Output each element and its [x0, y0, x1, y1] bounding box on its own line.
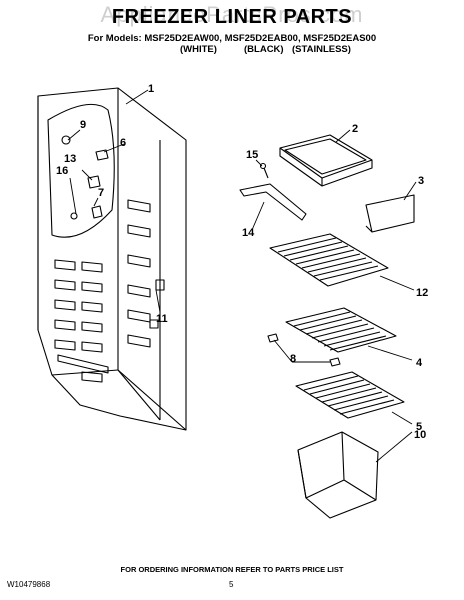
- watermark: AppliancePartsPros.com: [100, 2, 364, 27]
- ordering-note: FOR ORDERING INFORMATION REFER TO PARTS …: [120, 565, 344, 574]
- wire-shelf-middle: [267, 307, 397, 367]
- callout-12: 12: [416, 287, 428, 299]
- callout-7: 7: [98, 187, 104, 199]
- page-number: 5: [229, 580, 234, 589]
- callout-8: 8: [290, 353, 296, 365]
- document-number: W10479868: [7, 580, 51, 589]
- wire-shelf-upper: [269, 233, 389, 287]
- callout-9: 9: [80, 119, 86, 131]
- callout-10: 10: [414, 429, 426, 441]
- freezer-bin: [297, 431, 379, 519]
- callout-11: 11: [156, 313, 168, 325]
- callout-15: 15: [246, 149, 258, 161]
- callout-3: 3: [418, 175, 424, 187]
- shelf-bracket: [239, 162, 307, 221]
- callout-13: 13: [64, 153, 76, 165]
- callout-5: 5: [416, 421, 422, 433]
- callout-2: 2: [352, 123, 358, 135]
- callout-14: 14: [242, 227, 255, 239]
- wire-shelf-lower: [295, 371, 405, 419]
- variant-black: (BLACK): [244, 44, 284, 55]
- callout-4: 4: [416, 357, 423, 369]
- variant-stainless: (STAINLESS): [292, 44, 351, 55]
- page-title: FREEZER LINER PARTS: [111, 6, 353, 28]
- callout-6: 6: [120, 137, 126, 149]
- shelf-end-cap: [365, 194, 415, 233]
- models-line: For Models: MSF25D2EAW00, MSF25D2EAB00, …: [87, 33, 377, 44]
- callout-1: 1: [148, 83, 154, 95]
- callout-16: 16: [56, 165, 68, 177]
- variant-white: (WHITE): [180, 44, 217, 55]
- shelf-frame: [279, 134, 373, 187]
- freezer-liner: [37, 87, 187, 431]
